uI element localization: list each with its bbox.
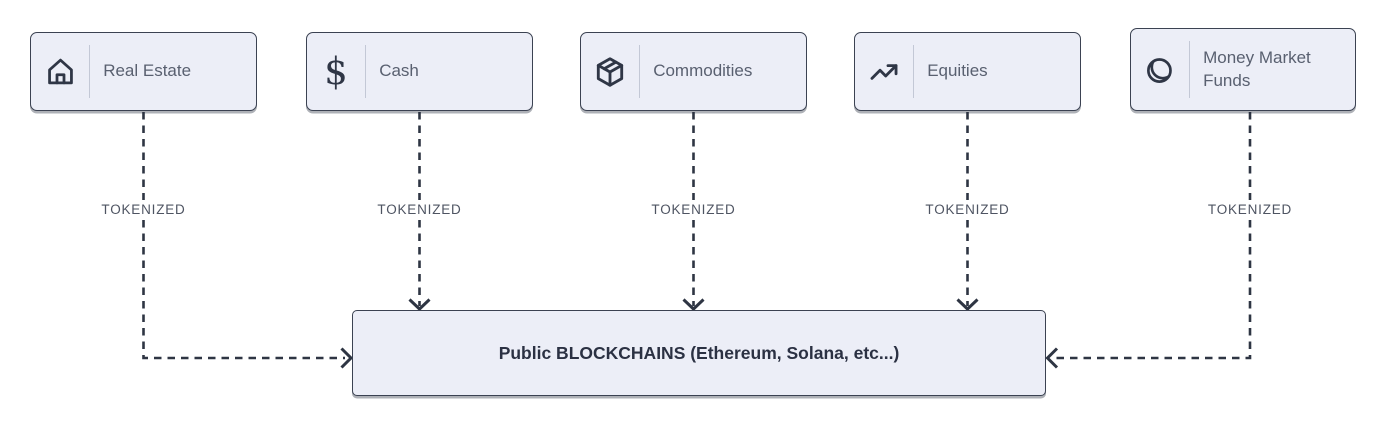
- node-divider: [365, 45, 367, 98]
- arrowhead-equities: [956, 298, 979, 312]
- asset-label: Commodities: [653, 61, 753, 81]
- asset-node-real-estate: Real Estate: [30, 32, 257, 111]
- edge-label-tokenized: TOKENIZED: [919, 200, 1016, 219]
- asset-label: Real Estate: [103, 61, 192, 81]
- coin-icon: [1131, 53, 1189, 87]
- asset-node-commodities: Commodities: [580, 32, 807, 111]
- arrowhead-commodities: [682, 298, 705, 312]
- node-divider: [89, 45, 91, 98]
- edge-label-tokenized: TOKENIZED: [645, 200, 742, 219]
- arrowhead-cash: [408, 298, 431, 312]
- home-icon: [31, 54, 89, 89]
- target-label: Public BLOCKCHAINS (Ethereum, Solana, et…: [498, 342, 900, 363]
- target-node-public-blockchains: Public BLOCKCHAINS (Ethereum, Solana, et…: [352, 310, 1046, 396]
- edge-label-tokenized: TOKENIZED: [1201, 200, 1299, 219]
- asset-label: Equities: [927, 61, 988, 81]
- arrowhead-real-estate: [340, 347, 354, 369]
- asset-node-cash: $ Cash: [306, 32, 533, 111]
- trending-up-icon: [855, 55, 913, 89]
- arrowhead-money-market-funds: [1045, 347, 1059, 369]
- asset-node-money-market-funds: Money Market Funds: [1130, 28, 1356, 111]
- node-divider: [1189, 41, 1191, 98]
- edge-label-tokenized: TOKENIZED: [95, 200, 192, 219]
- edge-label-tokenized: TOKENIZED: [371, 200, 468, 219]
- edge-money-market-funds: [1053, 112, 1252, 360]
- asset-node-equities: Equities: [854, 32, 1081, 111]
- package-icon: [581, 54, 639, 90]
- asset-label: Money Market Funds: [1203, 48, 1311, 90]
- node-divider: [639, 45, 641, 98]
- dollar-icon: $: [307, 53, 365, 90]
- edge-real-estate: [142, 112, 345, 360]
- dollar-glyph: $: [324, 50, 348, 93]
- node-divider: [913, 45, 915, 98]
- asset-label: Cash: [379, 61, 419, 81]
